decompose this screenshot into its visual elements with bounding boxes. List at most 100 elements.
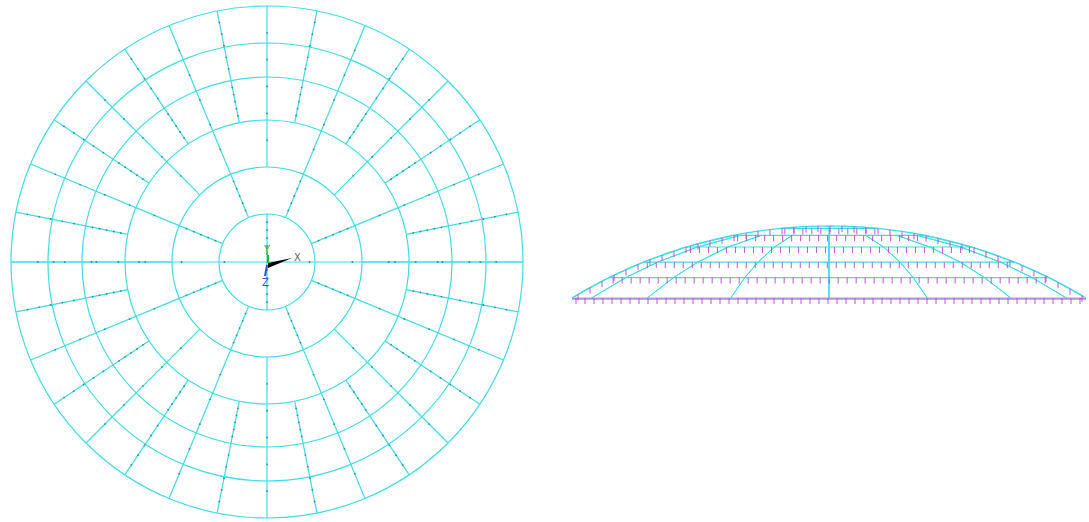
mesh-node — [459, 132, 461, 134]
mesh-node — [332, 234, 334, 236]
mesh-node — [161, 366, 163, 368]
load-marker — [827, 262, 828, 268]
mesh-node — [266, 221, 268, 223]
load-marker — [845, 235, 846, 241]
mesh-node — [171, 403, 173, 405]
radial-beam — [370, 416, 409, 475]
mesh-node — [323, 124, 325, 126]
radial-beam-elevation — [984, 278, 1010, 298]
axis-label: Z — [262, 278, 269, 288]
load-marker — [674, 262, 675, 268]
mesh-node — [426, 229, 428, 231]
mesh-node — [295, 115, 297, 117]
mesh-node — [395, 68, 397, 70]
mesh-node — [167, 409, 169, 411]
radial-beam-elevation — [960, 262, 984, 277]
mesh-node — [428, 328, 430, 330]
mesh-node — [215, 282, 217, 284]
load-marker — [721, 278, 722, 284]
load-marker — [854, 227, 855, 233]
mesh-node — [193, 291, 195, 293]
mesh-node — [313, 149, 315, 151]
radial-beam-elevation — [900, 262, 913, 277]
radial-beam-elevation — [674, 262, 698, 277]
mesh-node — [63, 125, 65, 127]
load-marker — [802, 228, 803, 234]
mesh-node — [301, 87, 303, 89]
load-marker — [856, 228, 857, 234]
radial-beam — [346, 380, 370, 416]
mesh-node — [92, 296, 94, 298]
load-marker — [737, 262, 738, 268]
mesh-node — [296, 334, 298, 336]
mesh-node — [199, 99, 201, 101]
mesh-node — [478, 349, 480, 351]
radial-beam — [421, 120, 480, 159]
load-marker — [640, 278, 641, 284]
load-marker — [730, 278, 731, 284]
load-marker — [708, 247, 709, 253]
mesh-node — [130, 352, 132, 354]
mesh-node — [99, 228, 101, 230]
mesh-node — [266, 32, 268, 34]
load-marker — [937, 278, 938, 284]
load-marker — [811, 228, 812, 234]
load-marker — [674, 251, 675, 257]
load-marker — [770, 230, 771, 236]
mesh-node — [409, 404, 411, 406]
radial-beam — [11, 261, 172, 262]
load-marker — [703, 278, 704, 284]
radial-beam — [385, 341, 421, 365]
radial-beam — [125, 416, 164, 475]
load-marker — [899, 235, 900, 241]
load-marker — [919, 278, 920, 284]
radial-beam — [334, 81, 448, 195]
load-marker — [746, 233, 747, 239]
radial-beam — [164, 108, 188, 144]
radial-beam-elevation — [758, 247, 775, 262]
load-marker — [818, 235, 819, 241]
mesh-node — [221, 33, 223, 35]
load-marker — [698, 244, 699, 250]
radial-beam — [231, 401, 239, 443]
load-marker — [933, 247, 934, 253]
mesh-node — [209, 124, 211, 126]
load-marker — [964, 278, 965, 284]
mesh-node — [290, 320, 292, 322]
mesh-node — [178, 49, 180, 51]
load-marker — [951, 247, 952, 253]
mesh-node — [54, 349, 56, 351]
mesh-node — [167, 113, 169, 115]
radial-beam-elevation — [984, 278, 1010, 298]
mesh-node — [403, 318, 405, 320]
mesh-node — [171, 119, 173, 121]
load-marker — [866, 227, 867, 233]
load-marker — [1070, 289, 1071, 295]
mesh-node — [382, 88, 384, 90]
mesh-node — [106, 293, 108, 295]
mesh-node — [144, 444, 146, 446]
mesh-node — [375, 97, 377, 99]
mesh-node — [412, 290, 414, 292]
mesh-node — [453, 184, 455, 186]
mesh-node — [469, 125, 471, 127]
load-marker — [865, 278, 866, 284]
mesh-node — [63, 397, 65, 399]
radial-beam — [334, 329, 448, 443]
radial-beam-elevation — [930, 247, 961, 262]
support-line — [572, 298, 1086, 299]
radial-beam-elevation — [647, 278, 673, 298]
mesh-node — [179, 391, 181, 393]
mesh-node — [179, 131, 181, 133]
mesh-node — [236, 108, 238, 110]
mesh-node — [38, 216, 40, 218]
load-marker — [818, 226, 819, 232]
load-marker — [901, 278, 902, 284]
mesh-node — [428, 194, 430, 196]
load-marker — [899, 262, 900, 268]
load-marker — [820, 228, 821, 234]
mesh-node — [344, 74, 346, 76]
mesh-node — [390, 137, 392, 139]
radial-beam — [16, 212, 86, 226]
load-marker — [982, 278, 983, 284]
